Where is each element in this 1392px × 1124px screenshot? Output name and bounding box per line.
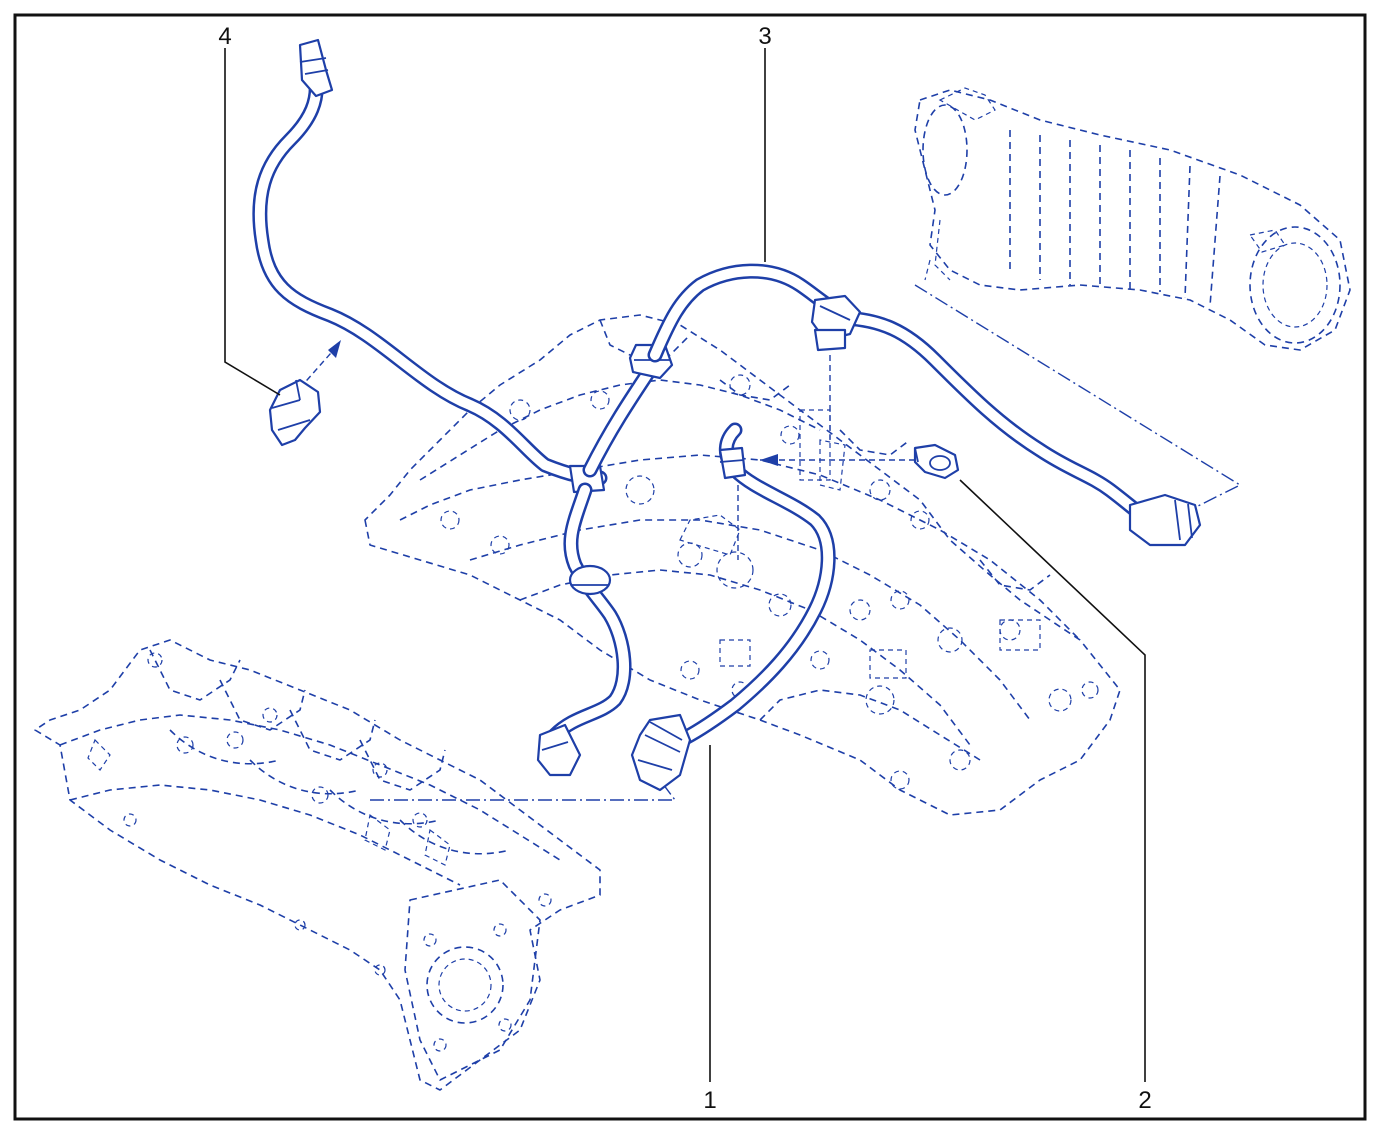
callout-label-4: 4 bbox=[218, 23, 231, 50]
assembly-lines bbox=[299, 284, 1242, 801]
callout-label-1: 1 bbox=[703, 1087, 716, 1114]
clamp-part-2 bbox=[913, 443, 960, 480]
connector-part-4 bbox=[268, 378, 322, 447]
callout-leaders bbox=[224, 48, 1146, 1082]
hose-part-3 bbox=[647, 263, 1202, 547]
diagram-frame bbox=[13, 13, 1367, 1121]
air-intake-duct-ghost bbox=[914, 87, 1351, 351]
cylinder-head-ghost bbox=[364, 314, 1121, 816]
leader-2 bbox=[959, 479, 1146, 1082]
hose-part-1 bbox=[630, 422, 836, 792]
hose-part-4 bbox=[252, 38, 674, 777]
callout-label-3: 3 bbox=[758, 23, 771, 50]
intake-manifold-ghost bbox=[34, 639, 601, 1091]
leader-4 bbox=[224, 48, 281, 396]
callout-label-2: 2 bbox=[1138, 1087, 1151, 1114]
